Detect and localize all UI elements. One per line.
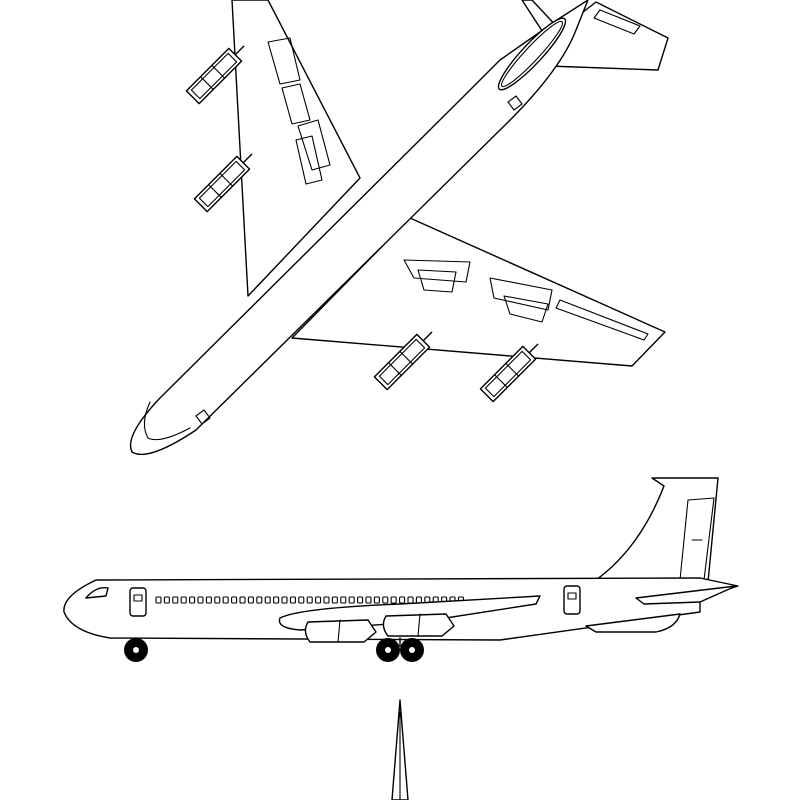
side-view-window: [231, 596, 238, 604]
side-view-window: [205, 596, 212, 604]
side-view-window: [155, 596, 162, 604]
side-view-window: [306, 596, 313, 604]
side-view-window: [323, 596, 330, 604]
side-view-window: [264, 596, 271, 604]
side-view-window: [365, 596, 372, 604]
side-view-cockpit-window: [85, 587, 109, 599]
side-view-window: [172, 596, 179, 604]
top-view: [129, 0, 669, 456]
side-view-front-door: [129, 587, 147, 617]
top-view-engine-2: [193, 153, 253, 213]
side-view-window: [273, 596, 280, 604]
side-view-window: [214, 596, 221, 604]
top-view-fuselage: [129, 0, 589, 456]
side-view-engine-outboard: [382, 613, 455, 637]
side-view-window: [340, 596, 347, 604]
side-view-window: [390, 596, 397, 604]
side-view-window: [180, 596, 187, 604]
side-view-window: [163, 596, 170, 604]
side-view-nose-gear: [124, 637, 148, 662]
side-view-window: [247, 596, 254, 604]
side-view-window: [357, 596, 364, 604]
side-view-engine-inboard: [304, 619, 377, 643]
side-view-window: [382, 596, 389, 604]
side-view-window: [239, 596, 246, 604]
top-view-engine-1: [185, 45, 245, 105]
side-view-window: [189, 596, 196, 604]
side-view-window: [222, 596, 229, 604]
side-view-window: [281, 596, 288, 604]
side-view-window: [315, 596, 322, 604]
side-view-main-gear: [376, 637, 424, 662]
side-view-window: [298, 596, 305, 604]
top-view-right-wing: [291, 217, 666, 367]
side-view-window: [348, 596, 355, 604]
side-view-rear-door: [563, 585, 581, 615]
top-view-engine-4: [479, 343, 539, 403]
front-view: [391, 699, 409, 800]
side-view-window: [197, 596, 204, 604]
side-view-window-row: [155, 596, 464, 604]
top-view-engine-3: [373, 331, 433, 391]
side-view-window: [256, 596, 263, 604]
side-view-window: [399, 596, 406, 604]
side-view-horizontal-stabilizer: [635, 585, 737, 605]
side-view-window: [289, 596, 296, 604]
top-view-left-wing: [231, 0, 361, 297]
side-view-vertical-tail: [595, 477, 719, 583]
side-view-window: [331, 596, 338, 604]
side-view-window: [373, 596, 380, 604]
side-view: [63, 477, 739, 662]
